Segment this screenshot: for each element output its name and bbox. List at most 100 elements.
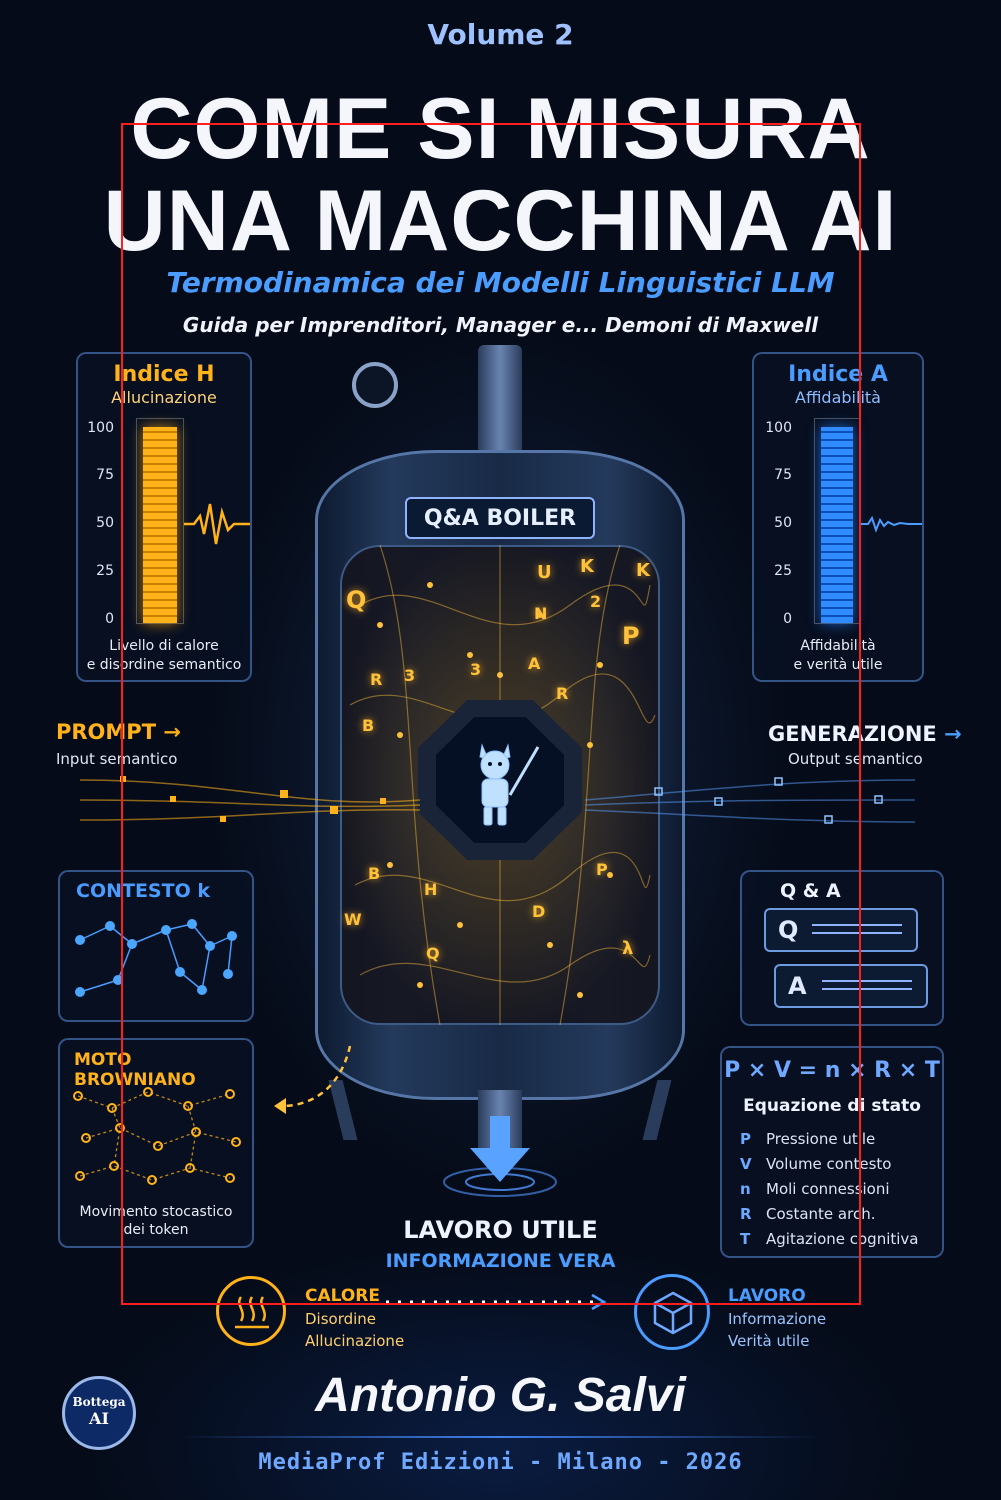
- equation-key: T: [740, 1230, 751, 1248]
- prompt-label-text: PROMPT: [56, 720, 157, 744]
- token-glyph: H: [424, 880, 438, 899]
- volume-label: Volume 2: [427, 18, 574, 51]
- index-a-tick: 0: [783, 611, 792, 627]
- dashed-arrow-icon: [274, 1045, 352, 1114]
- token-glyph: W: [344, 910, 362, 929]
- qa-panel: Q & A Q A: [740, 870, 944, 1026]
- heat-line-2: Allucinazione: [305, 1332, 405, 1350]
- heat-title: CALORE: [305, 1286, 381, 1306]
- tagline: Guida per Imprenditori, Manager e... Dem…: [182, 313, 819, 337]
- brownian-caption-2: dei token: [123, 1222, 189, 1238]
- equation-text: Agitazione cognitiva: [766, 1230, 919, 1248]
- index-a-tick: 50: [774, 515, 792, 531]
- equation-key: P: [740, 1130, 751, 1148]
- useful-work-label: LAVORO UTILE: [403, 1216, 598, 1244]
- publisher-line: MediaProf Edizioni - Milano - 2026: [258, 1450, 743, 1475]
- work-icon: [634, 1274, 710, 1350]
- token-glyph: R: [370, 670, 383, 689]
- brownian-title: MOTO BROWNIANO: [74, 1050, 196, 1090]
- context-title: CONTESTO k: [76, 880, 210, 902]
- equation-text: Pressione utile: [766, 1130, 876, 1148]
- token-glyph: P: [622, 622, 640, 650]
- question-letter: Q: [778, 916, 799, 944]
- qa-title: Q & A: [780, 880, 841, 902]
- output-arrow-icon: [443, 1116, 557, 1197]
- publisher-logo: Bottega AI: [62, 1376, 136, 1450]
- text-line: [822, 980, 912, 982]
- pressure-gauge-icon: [352, 362, 398, 408]
- index-h-tick: 0: [105, 611, 114, 627]
- equation-text: Volume contesto: [766, 1155, 892, 1173]
- boiler-label: Q&A BOILER: [405, 497, 595, 539]
- index-a-subtitle: Affidabilità: [795, 388, 881, 407]
- generation-label-text: GENERAZIONE: [768, 722, 937, 746]
- heat-waves-icon: [235, 1296, 269, 1329]
- token-glyph: D: [532, 902, 546, 921]
- generation-label: GENERAZIONE →: [768, 722, 962, 746]
- index-a-tick: 100: [765, 420, 792, 436]
- index-a-gauge-fill: [821, 427, 853, 623]
- token-glyph: Q: [426, 944, 440, 963]
- token-glyph: R: [556, 684, 569, 703]
- index-h-gauge: [136, 418, 184, 624]
- token-glyph: 2: [590, 592, 602, 611]
- index-a-tick: 75: [774, 467, 792, 483]
- index-a-caption-2: e verità utile: [793, 657, 883, 673]
- answer-letter: A: [788, 972, 807, 1000]
- boiler-leg: [642, 1080, 672, 1140]
- equation-title: Equazione di stato: [743, 1096, 921, 1116]
- index-h-panel: Indice H Allucinazione 100 75 50 25 0 Li…: [76, 352, 252, 682]
- equation-text: Costante arch.: [766, 1205, 876, 1223]
- generation-sub: Output semantico: [788, 750, 923, 768]
- heat-wave-icon: [184, 503, 250, 545]
- context-panel: CONTESTO k: [58, 870, 254, 1022]
- signal-wave-icon: [860, 515, 922, 533]
- heat-to-work-arrow: [386, 1293, 607, 1311]
- prompt-flow: [80, 776, 420, 822]
- index-h-tick: 50: [96, 515, 114, 531]
- prompt-sub: Input semantico: [56, 750, 178, 768]
- index-h-tick: 25: [96, 563, 114, 579]
- logo-text-1: Bottega: [72, 1395, 126, 1409]
- index-h-caption-1: Livello di calore: [109, 638, 219, 654]
- token-glyph: 3: [404, 666, 416, 685]
- title-line-2: UNA MACCHINA AI: [103, 173, 898, 269]
- equation-row: P Pressione utile: [740, 1130, 875, 1148]
- equation-row: n Moli connessioni: [740, 1180, 890, 1198]
- brownian-panel: MOTO BROWNIANO Movimento stocastico dei …: [58, 1038, 254, 1248]
- equation-key: n: [740, 1180, 751, 1198]
- title-line-1: COME SI MISURA: [130, 81, 871, 177]
- token-glyph: A: [528, 654, 541, 673]
- text-line: [812, 932, 902, 934]
- work-title: LAVORO: [728, 1286, 806, 1306]
- index-h-subtitle: Allucinazione: [111, 388, 217, 407]
- token-glyph: K: [636, 560, 650, 581]
- work-line-2: Verità utile: [728, 1332, 810, 1350]
- heat-icon: [216, 1276, 286, 1346]
- text-line: [812, 924, 902, 926]
- token-glyph: B: [362, 716, 375, 735]
- index-h-caption-2: e disordine semantico: [86, 657, 242, 673]
- index-h-tick: 75: [96, 467, 114, 483]
- question-bubble: Q: [764, 908, 918, 952]
- author-name: Antonio G. Salvi: [315, 1369, 686, 1422]
- brownian-graph-icon: [73, 1087, 241, 1185]
- equation-formula: P × V = n × R × T: [724, 1058, 940, 1083]
- prompt-label: PROMPT →: [56, 720, 181, 744]
- cube-icon: [653, 1291, 693, 1335]
- index-a-panel: Indice A Affidabilità 100 75 50 25 0 Aff…: [752, 352, 924, 682]
- equation-panel: P × V = n × R × T Equazione di stato P Pr…: [720, 1046, 944, 1258]
- token-glyph: P: [596, 860, 608, 879]
- generation-flow: [585, 777, 915, 824]
- equation-text: Moli connessioni: [766, 1180, 890, 1198]
- token-glyph: λ: [622, 938, 634, 959]
- text-line: [822, 988, 912, 990]
- work-line-1: Informazione: [728, 1310, 827, 1328]
- brownian-caption-1: Movimento stocastico: [79, 1204, 233, 1220]
- network-graph-icon: [75, 919, 237, 997]
- true-info-label: INFORMAZIONE VERA: [385, 1250, 616, 1272]
- index-a-caption-1: Affidabilità: [800, 638, 876, 654]
- index-h-tick: 100: [87, 420, 114, 436]
- index-a-tick: 25: [774, 563, 792, 579]
